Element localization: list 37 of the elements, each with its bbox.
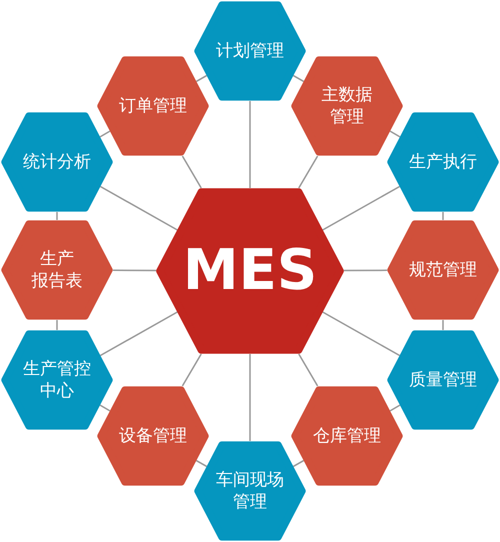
module-hexagon: 车间现场管理 <box>194 441 306 541</box>
connector-line <box>390 130 400 138</box>
connector-line <box>292 74 304 82</box>
module-hexagon: 计划管理 <box>194 1 306 101</box>
connector-line <box>100 404 110 412</box>
connector-line <box>100 130 110 138</box>
connector-line <box>390 404 400 412</box>
connector-line <box>182 354 202 386</box>
connector-line <box>182 156 202 188</box>
connector-line <box>298 354 318 386</box>
connector-line <box>442 212 444 220</box>
module-hexagon: 生产报告表 <box>1 220 113 320</box>
module-hexagon: 主数据管理 <box>291 56 403 156</box>
module-hexagon: 订单管理 <box>97 56 209 156</box>
module-hexagon: 规范管理 <box>387 220 499 320</box>
module-hexagon: 生产执行 <box>387 112 499 212</box>
module-hexagon: 设备管理 <box>97 386 209 486</box>
connector-line <box>442 320 444 330</box>
connector-line <box>56 212 58 220</box>
module-hexagon: 统计分析 <box>1 112 113 212</box>
connector-line <box>196 460 208 468</box>
connector-line <box>344 270 388 272</box>
module-hexagon: 生产管控中心 <box>1 330 113 430</box>
connector-line <box>100 311 178 356</box>
connector-line <box>196 74 208 82</box>
connector-line <box>322 186 400 231</box>
connector-line <box>249 354 251 441</box>
connector-line <box>322 311 400 356</box>
module-hexagon: 质量管理 <box>387 330 499 430</box>
connector-line <box>298 156 318 188</box>
connector-line <box>292 460 304 468</box>
module-hexagon: 仓库管理 <box>291 386 403 486</box>
connector-line <box>249 101 251 188</box>
connector-line <box>112 270 156 272</box>
connector-line <box>100 186 178 231</box>
core-hexagon: MES <box>156 188 344 354</box>
connector-line <box>56 320 58 330</box>
